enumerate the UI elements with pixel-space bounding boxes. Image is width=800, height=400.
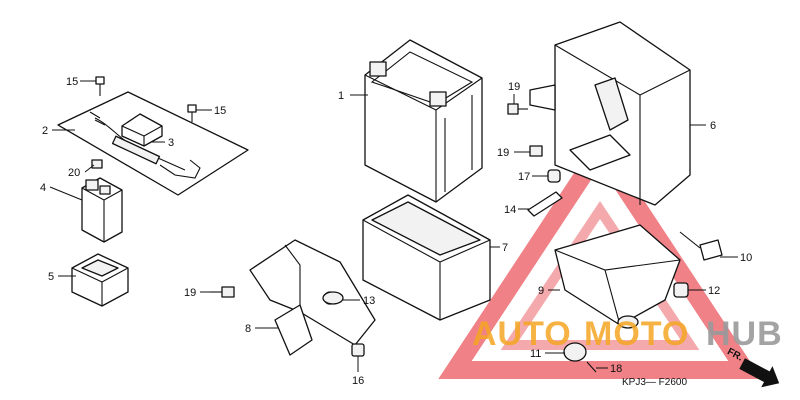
callout-7: 7 (502, 242, 508, 254)
callout-12: 12 (708, 285, 720, 297)
battery-box-frame (529, 21, 691, 206)
callout-17: 17 (518, 171, 530, 183)
tool-case (554, 224, 681, 329)
svg-text:HUB: HUB (706, 315, 783, 353)
callout-6: 6 (710, 120, 716, 132)
bolt-12 (673, 282, 689, 298)
band-10 (679, 231, 723, 261)
battery-case (362, 194, 491, 321)
relay-rubber-boot (71, 253, 129, 307)
front-direction-arrow (739, 358, 780, 388)
rubber-cushion-13 (322, 291, 344, 305)
callout-19-right-top: 19 (508, 81, 520, 93)
callout-8: 8 (245, 323, 251, 335)
fuse-holder-cover (121, 113, 163, 147)
starter-relay (81, 177, 123, 243)
bolt-19-left (210, 286, 235, 298)
callout-15-right: 15 (214, 105, 226, 117)
band-14 (527, 191, 563, 217)
svg-text:AUTO: AUTO (472, 315, 572, 353)
callout-15-top: 15 (66, 76, 78, 88)
battery-bracket (249, 239, 376, 356)
bolt-15-top (95, 76, 105, 96)
callout-10: 10 (740, 252, 752, 264)
callout-20: 20 (68, 167, 80, 179)
callout-14: 14 (504, 204, 516, 216)
callout-11: 11 (530, 348, 541, 360)
watermark-text: AUTO MOTO HUB (472, 315, 783, 353)
callout-13: 13 (363, 295, 375, 307)
svg-text:MOTO: MOTO (584, 315, 689, 353)
callout-16: 16 (352, 375, 364, 387)
callout-4: 4 (40, 182, 46, 194)
callout-9: 9 (538, 285, 544, 297)
bolt-15-right (187, 104, 197, 122)
bolt-19-right-top (507, 103, 528, 115)
nut-16 (351, 343, 365, 357)
battery (364, 39, 483, 203)
callout-5: 5 (48, 271, 54, 283)
bolt-19-right-mid (529, 145, 543, 157)
callout-19-left: 19 (184, 287, 196, 299)
battery-cable-plate (57, 91, 249, 196)
callout-1: 1 (338, 90, 344, 102)
callout-18: 18 (610, 363, 622, 375)
pin-18 (586, 361, 597, 373)
callout-2: 2 (42, 125, 48, 137)
callout-3: 3 (168, 137, 174, 149)
callout-19-right-mid: 19 (497, 147, 509, 159)
grommet-11 (563, 342, 587, 362)
diagram-code: KPJ3— F2600 (622, 377, 687, 388)
collar-17 (547, 169, 561, 183)
fuse (91, 159, 103, 169)
